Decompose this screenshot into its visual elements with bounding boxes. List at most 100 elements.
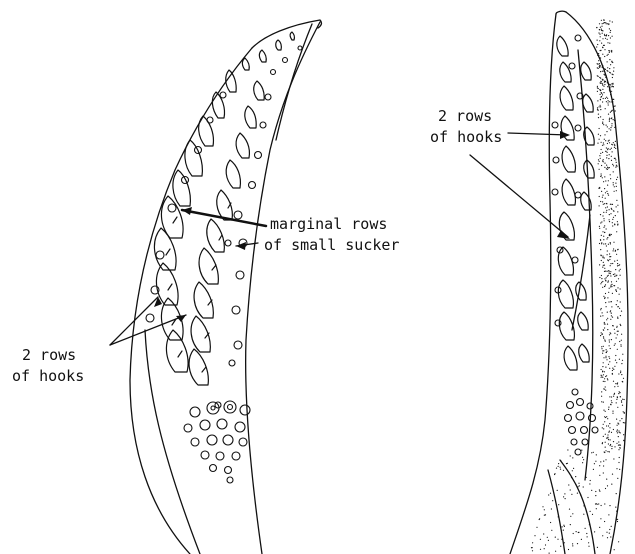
- stipple-dot: [603, 388, 604, 389]
- left-hooks-label-line1: 2 rows: [22, 346, 76, 365]
- stipple-dot: [617, 287, 618, 288]
- stipple-dot: [604, 323, 605, 324]
- stipple-dot: [608, 244, 609, 245]
- stipple-dot: [610, 444, 611, 445]
- stipple-dot: [603, 296, 604, 297]
- stipple-dot: [609, 128, 610, 129]
- stipple-dot: [606, 168, 607, 169]
- stipple-dot: [586, 533, 587, 534]
- stipple-dot: [606, 165, 607, 166]
- stipple-dot: [606, 97, 607, 98]
- stipple-dot: [605, 356, 606, 357]
- stipple-dot: [615, 275, 616, 276]
- stipple-dot: [608, 270, 609, 271]
- stipple-dot: [601, 401, 602, 402]
- stipple-dot: [619, 308, 620, 309]
- stipple-dot: [606, 210, 607, 211]
- stipple-dot: [608, 514, 609, 515]
- stipple-dot: [609, 87, 610, 88]
- stipple-dot: [603, 161, 604, 162]
- stipple-dot: [609, 219, 610, 220]
- stipple-dot: [610, 129, 611, 130]
- stipple-dot: [615, 343, 616, 344]
- stipple-dot: [548, 494, 549, 495]
- right-club-right-edge: [566, 12, 628, 554]
- stipple-dot: [603, 92, 604, 93]
- stipple-dot: [607, 451, 608, 452]
- stipple-dot: [612, 62, 613, 63]
- stipple-dot: [609, 253, 610, 254]
- stipple-dot: [620, 269, 621, 270]
- stipple-dot: [599, 63, 600, 64]
- stipple-dot: [605, 198, 606, 199]
- left-club-right-edge: [246, 22, 320, 554]
- stipple-dot: [604, 45, 605, 46]
- stipple-dot: [598, 163, 599, 164]
- stipple-dot: [583, 505, 584, 506]
- stipple-dot: [603, 236, 604, 237]
- stipple-dot: [604, 220, 605, 221]
- stipple-dot: [602, 333, 603, 334]
- stipple-dot: [614, 393, 615, 394]
- stipple-dot: [599, 277, 600, 278]
- stipple-dot: [616, 281, 617, 282]
- stipple-dot: [620, 432, 621, 433]
- stipple-dot: [612, 374, 613, 375]
- stipple-dot: [611, 125, 612, 126]
- stipple-dot: [618, 449, 619, 450]
- stipple-dot: [600, 97, 601, 98]
- stipple-dot: [601, 235, 602, 236]
- stipple-dot: [618, 541, 619, 542]
- stipple-dot: [608, 35, 609, 36]
- stipple-dot: [601, 20, 602, 21]
- stipple-dot: [572, 470, 573, 471]
- stipple-dot: [614, 145, 615, 146]
- stipple-dot: [603, 204, 604, 205]
- stipple-dot: [602, 315, 603, 316]
- stipple-dot: [612, 74, 613, 75]
- stipple-dot: [602, 281, 603, 282]
- stipple-dot: [610, 72, 611, 73]
- stipple-dot: [605, 69, 606, 70]
- stipple-dot: [604, 81, 605, 82]
- stipple-dot: [593, 452, 594, 453]
- stipple-dot: [604, 257, 605, 258]
- stipple-dot: [617, 265, 618, 266]
- stipple-dot: [556, 468, 557, 469]
- stipple-dot: [607, 152, 608, 153]
- stipple-dot: [602, 67, 603, 68]
- stipple-dot: [564, 526, 565, 527]
- stipple-dot: [610, 149, 611, 150]
- stipple-dot: [611, 400, 612, 401]
- stipple-dot: [617, 382, 618, 383]
- stipple-dot: [607, 23, 608, 24]
- stipple-dot: [617, 407, 618, 408]
- stipple-dot: [598, 114, 599, 115]
- stipple-dot: [573, 468, 574, 469]
- stipple-dot: [572, 543, 573, 544]
- stipple-dot: [612, 225, 613, 226]
- stipple-dot: [615, 110, 616, 111]
- stipple-dot: [603, 159, 604, 160]
- stipple-dot: [600, 214, 601, 215]
- stipple-dot: [597, 40, 598, 41]
- stipple-dot: [611, 446, 612, 447]
- stipple-dot: [605, 108, 606, 109]
- stipple-dot: [602, 257, 603, 258]
- stipple-dot: [548, 540, 549, 541]
- stipple-dot: [609, 68, 610, 69]
- stipple-dot: [612, 411, 613, 412]
- stipple-dot: [605, 98, 606, 99]
- stipple-dot: [620, 288, 621, 289]
- stipple-dot: [616, 231, 617, 232]
- stipple-dot: [608, 158, 609, 159]
- stipple-dot: [603, 144, 604, 145]
- stipple-dot: [601, 26, 602, 27]
- stipple-dot: [621, 363, 622, 364]
- stipple-dot: [602, 71, 603, 72]
- stipple-dot: [609, 339, 610, 340]
- stipple-dot: [607, 271, 608, 272]
- stipple-dot: [600, 518, 601, 519]
- stipple-dot: [597, 107, 598, 108]
- stipple-dot: [617, 521, 618, 522]
